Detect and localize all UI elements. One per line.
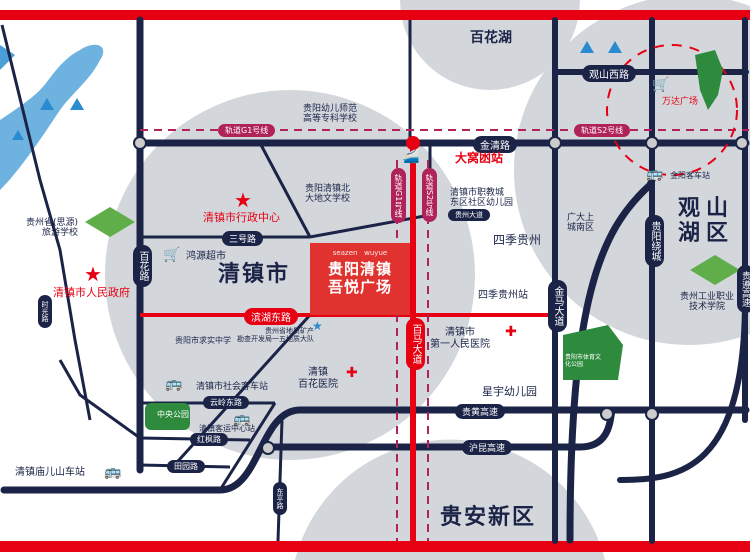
project-marker-wuyue-plaza[interactable]: seazen wuyue 贵阳清镇 吾悦广场 (310, 243, 410, 315)
bus-icon: 🚌 (104, 464, 122, 480)
district-guanshanhu: 观山湖区 (678, 196, 735, 247)
poi-four-seasons-station: 四季贵州站 (478, 290, 528, 301)
rail-g1-vertical-label: 轨道G1号线 (391, 168, 406, 224)
poi-dawo-station: 大窝凼站 (455, 151, 504, 165)
wanda-radius (606, 44, 738, 176)
project-name-line1: 贵阳清镇 (327, 260, 392, 278)
seazen-logo: seazen (332, 249, 358, 257)
baihuahu-area (400, 0, 580, 90)
poi-baihua-hospital: 清镇 百花医院 (298, 367, 338, 390)
gov-center-star-icon: ★ (234, 188, 252, 212)
road-baihua: 百花路 (133, 245, 152, 287)
road-guihuang: 贵黄高速 (455, 404, 506, 419)
wuyue-logo: wuyue (364, 249, 388, 257)
road-binhudong: 滨湖东路 (244, 308, 298, 325)
bottom-border (0, 541, 750, 552)
wanda-cart-icon: 🛒 (652, 77, 670, 93)
poi-people-gov: 清镇市人民政府 (53, 286, 130, 299)
poi-tourism-school: 贵州省(思源) 旅游学校 (26, 218, 79, 239)
poi-guangda: 广大上 城南区 (567, 213, 595, 234)
qingzhen-district-area (105, 90, 475, 460)
poi-hongyuan-market: 鸿源超市 (186, 251, 226, 262)
road-xinhe: 时光路 (38, 295, 52, 328)
poi-passenger-center: 清镇客运中心站 (199, 424, 255, 433)
rail-s2-vertical-label: 轨道S2号线 (422, 168, 437, 223)
culture-park-area (563, 325, 623, 380)
road-hukun: 沪昆高速 (462, 440, 513, 455)
geology-star-icon: ★ (312, 319, 323, 333)
road-dongmen: 东平路 (273, 482, 287, 515)
shopping-cart-icon: 🛒 (163, 247, 181, 263)
poi-culture-park: 贵阳市体育文化公园 (565, 354, 602, 368)
water-edge (0, 45, 15, 70)
poi-jinyang-bus: 金阳客车站 (670, 171, 710, 180)
bus-icon: 🚌 (165, 376, 183, 392)
top-border (0, 10, 750, 20)
guian-district-area (295, 439, 605, 560)
poi-vocational-kg: 清镇市职教城 东区社区幼儿园 (450, 188, 514, 209)
road-sanhao: 三号路 (222, 231, 264, 246)
rail-s2-label: 轨道S2号线 (574, 124, 631, 137)
people-gov-star-icon: ★ (84, 262, 102, 286)
poi-central-park: 中央公园 (157, 410, 189, 419)
poi-qiushi-school: 贵阳市求实中学 (175, 336, 231, 345)
poi-industrial-college: 贵州工业职业 技术学院 (680, 292, 735, 313)
lake-water (0, 44, 104, 190)
road-jinqing: 金清路 (473, 136, 517, 153)
poi-kindergarten-college: 贵阳幼儿师范 高等专科学校 (303, 104, 358, 125)
road-hongfeng: 红枫路 (190, 433, 228, 446)
road-jinma: 金马大道 (548, 280, 567, 332)
poi-first-hospital: 清镇市 第一人民医院 (430, 327, 490, 350)
area-baihuahu: 百花湖 (470, 30, 512, 46)
train-icon: 🚄 (402, 149, 420, 165)
poi-dawenxue: 贵阳清镇北 大地文学校 (305, 184, 351, 205)
hospital-icon: ✚ (505, 324, 517, 340)
central-park-area (145, 403, 190, 430)
road-guizhou-avenue: 贵州大道 (448, 209, 490, 221)
guanshan-park-area (695, 50, 723, 110)
road-yunling-east: 云岭东路 (203, 396, 249, 409)
bus-icon: 🚌 (646, 166, 664, 182)
road-guizun: 贵遵高速 (737, 265, 750, 313)
road-baima: 百马大道 (406, 318, 425, 370)
poi-xingyu-kg: 星宇幼儿园 (482, 385, 537, 398)
road-tiantian: 田园路 (167, 460, 205, 473)
bus-icon: 🚌 (233, 411, 251, 427)
project-name-line2: 吾悦广场 (327, 278, 392, 296)
road-guanshanxi: 观山西路 (582, 65, 636, 82)
rail-g1-label: 轨道G1号线 (218, 124, 276, 137)
guanshanhu-district-area (513, 0, 750, 345)
district-guian: 贵安新区 (440, 505, 537, 530)
district-qingzhen: 清镇市 (218, 262, 291, 287)
poi-social-bus: 清镇市社会客车站 (196, 382, 269, 392)
poi-geology-team: 贵州省地质矿产 勘查开发局一五地质大队 (237, 327, 314, 344)
poi-wanda: 万达广场 (662, 97, 699, 107)
poi-four-seasons: 四季贵州 (493, 233, 542, 247)
road-guiyang-ring: 贵阳绕城 (645, 215, 664, 267)
poi-gov-center: 清镇市行政中心 (203, 211, 280, 224)
hospital-icon: ✚ (346, 365, 358, 381)
poi-miaoershan-bus: 清镇庙儿山车站 (15, 467, 85, 478)
